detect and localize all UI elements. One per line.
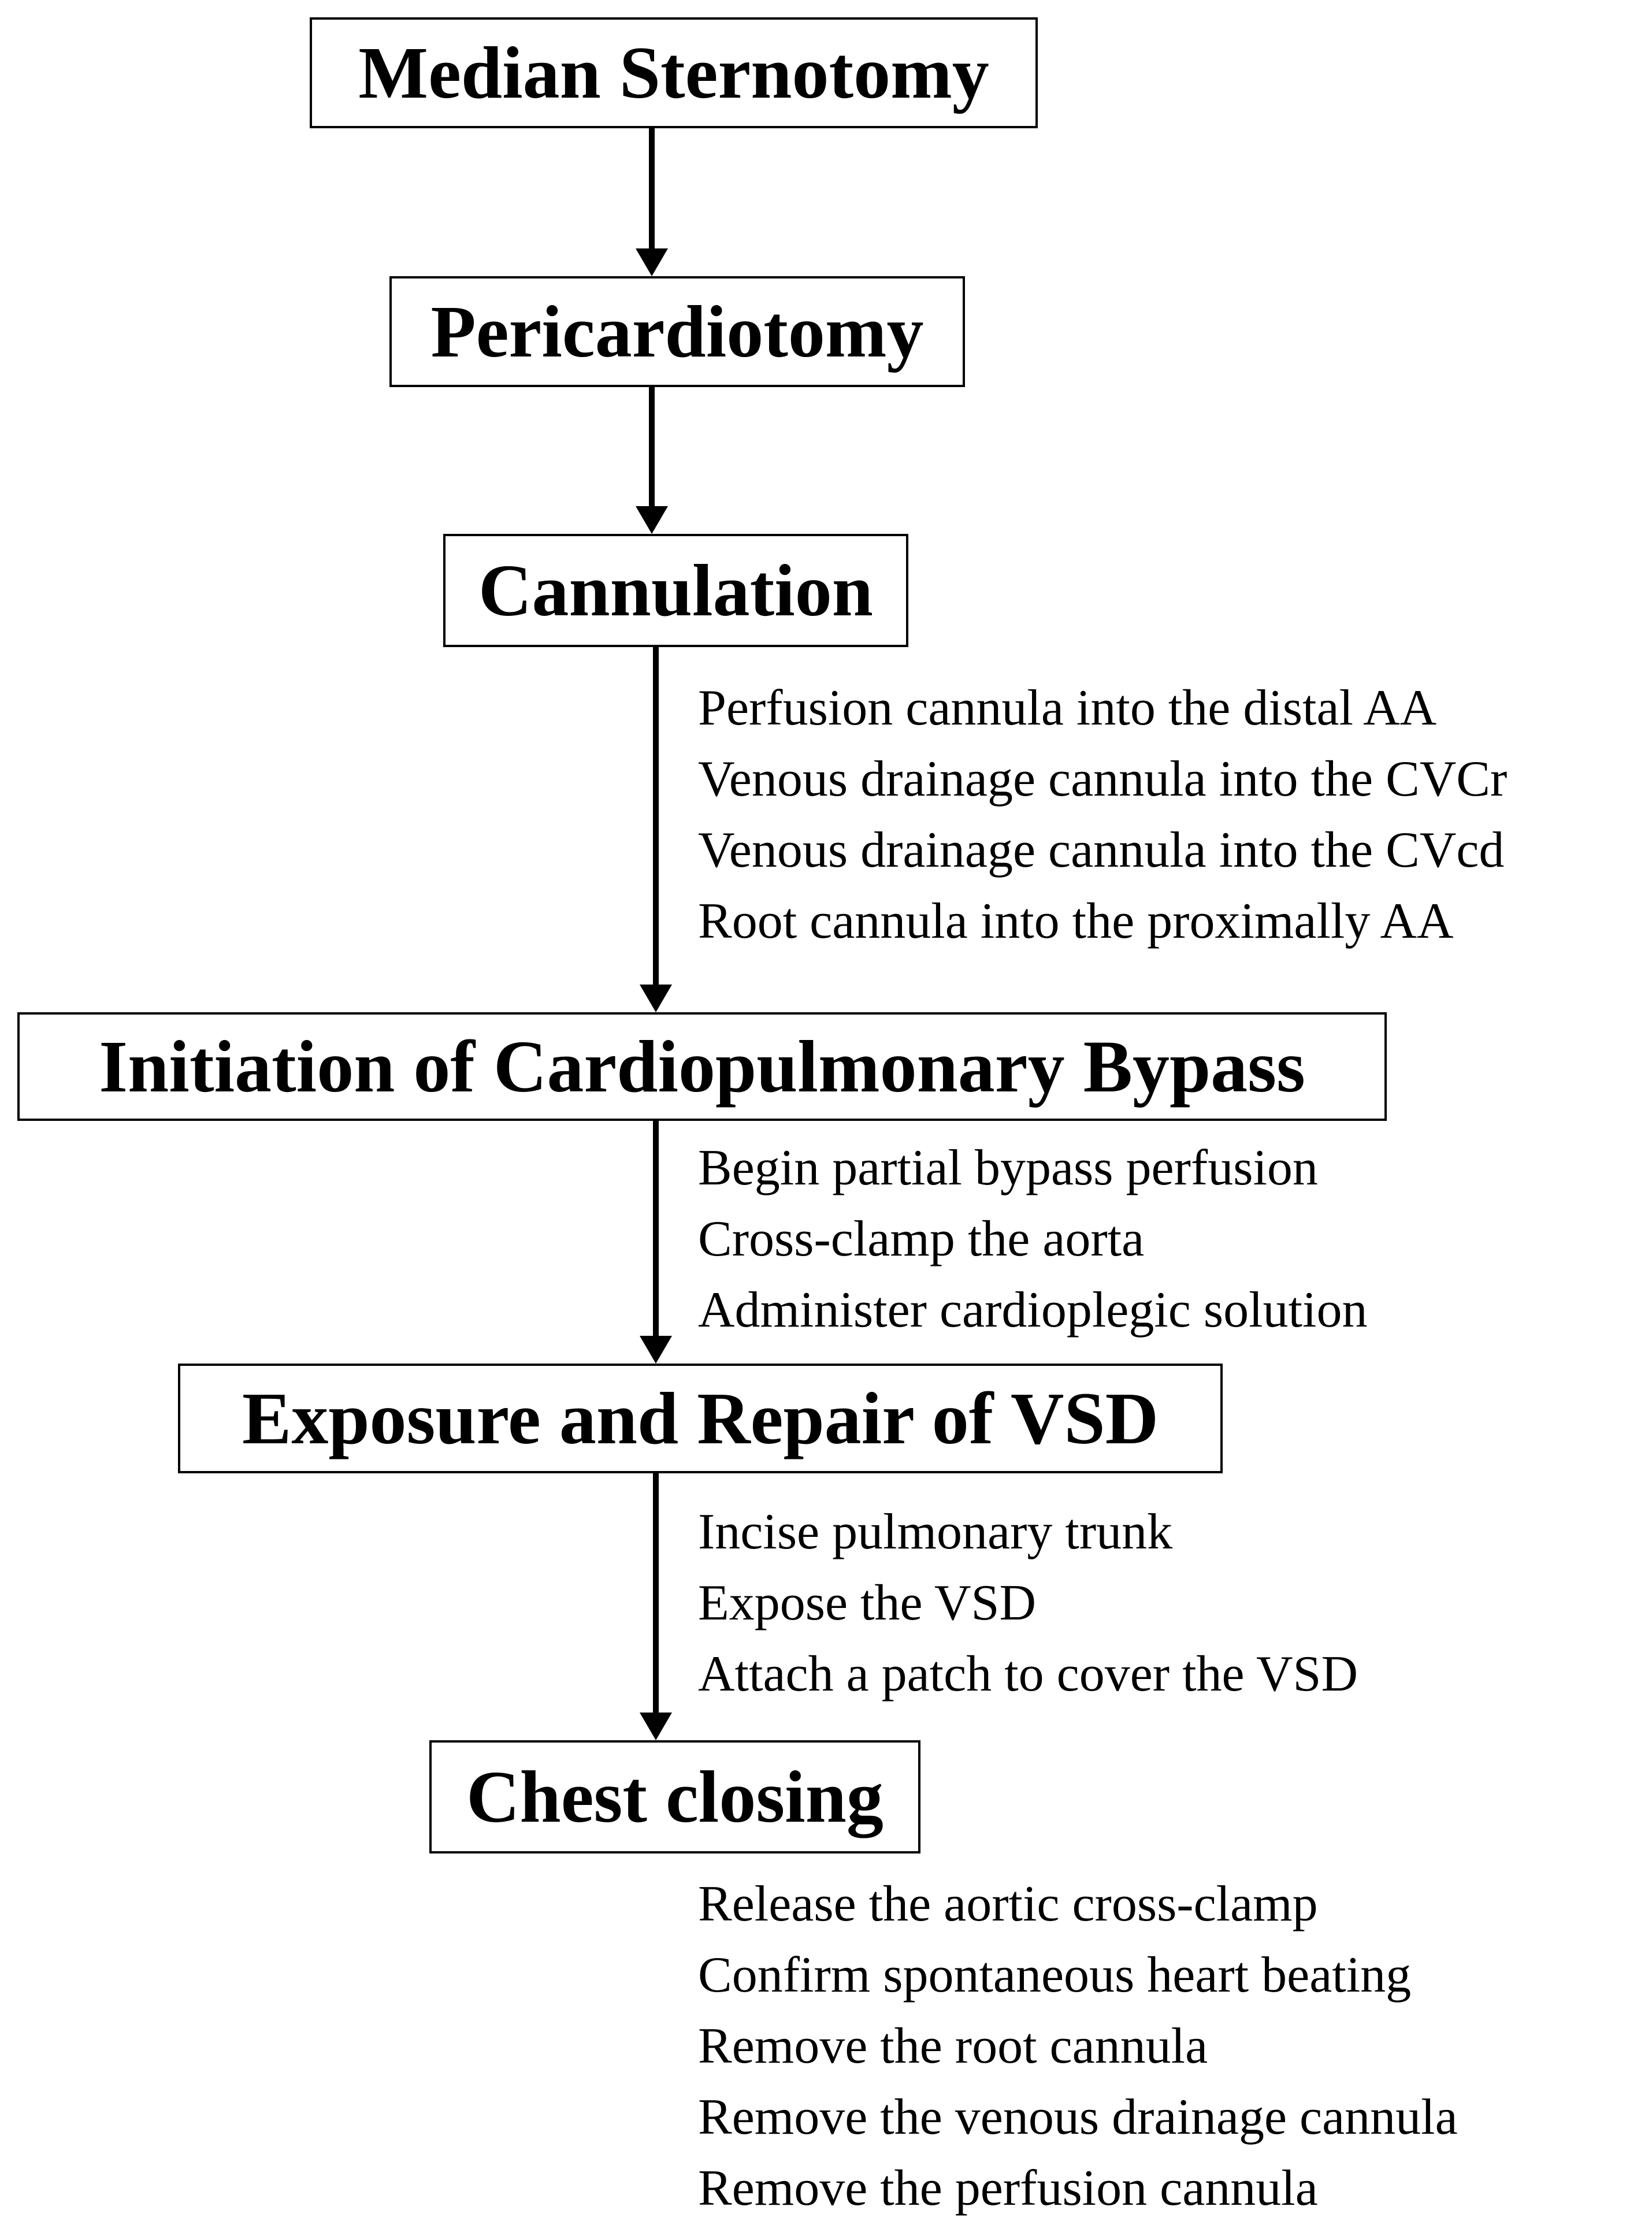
substep: Release the aortic cross-clamp: [698, 1876, 1318, 1932]
step-label: Initiation of Cardiopulmonary Bypass: [99, 1026, 1305, 1108]
substep: Remove the perfusion cannula: [698, 2160, 1318, 2216]
substep: Cross-clamp the aorta: [698, 1211, 1145, 1267]
step-label: Pericardiotomy: [430, 291, 924, 373]
substep: Attach a patch to cover the VSD: [698, 1646, 1358, 1702]
step-pericardiotomy: Pericardiotomy: [389, 276, 965, 387]
arrow-bypass-to-vsd-repair: [640, 1121, 672, 1364]
substep: Begin partial bypass perfusion: [698, 1140, 1318, 1196]
substep: Confirm spontaneous heart beating: [698, 1947, 1412, 2003]
chest-closing-substeps: Release the aortic cross-clamp Confirm s…: [698, 1869, 1458, 2224]
step-cannulation: Cannulation: [443, 534, 908, 647]
step-label: Exposure and Repair of VSD: [242, 1377, 1159, 1459]
substep: Remove the root cannula: [698, 2018, 1208, 2074]
arrow-cannulation-to-bypass: [640, 647, 672, 1012]
substep: Expose the VSD: [698, 1575, 1037, 1631]
arrow-pericardiotomy-to-cannulation: [636, 387, 668, 534]
step-label: Median Sternotomy: [358, 32, 989, 114]
substep: Venous drainage cannula into the CVCr: [698, 751, 1508, 807]
step-median-sternotomy: Median Sternotomy: [310, 17, 1038, 128]
substep: Perfusion cannula into the distal AA: [698, 680, 1437, 736]
step-label: Chest closing: [466, 1756, 883, 1838]
arrow-sternotomy-to-pericardiotomy: [636, 128, 668, 276]
substep: Incise pulmonary trunk: [698, 1504, 1173, 1560]
arrow-vsd-repair-to-chest-closing: [640, 1473, 672, 1740]
cannulation-substeps: Perfusion cannula into the distal AA Ven…: [698, 673, 1507, 957]
step-chest-closing: Chest closing: [429, 1740, 920, 1853]
bypass-substeps: Begin partial bypass perfusion Cross-cla…: [698, 1132, 1367, 1346]
substep: Root cannula into the proximally AA: [698, 893, 1454, 949]
step-initiation-of-bypass: Initiation of Cardiopulmonary Bypass: [17, 1012, 1387, 1121]
substep: Remove the venous drainage cannula: [698, 2089, 1458, 2145]
step-label: Cannulation: [478, 549, 873, 632]
vsd-repair-substeps: Incise pulmonary trunk Expose the VSD At…: [698, 1496, 1358, 1710]
step-exposure-and-repair-of-vsd: Exposure and Repair of VSD: [178, 1364, 1223, 1473]
substep: Venous drainage cannula into the CVcd: [698, 822, 1505, 878]
substep: Administer cardioplegic solution: [698, 1282, 1368, 1338]
